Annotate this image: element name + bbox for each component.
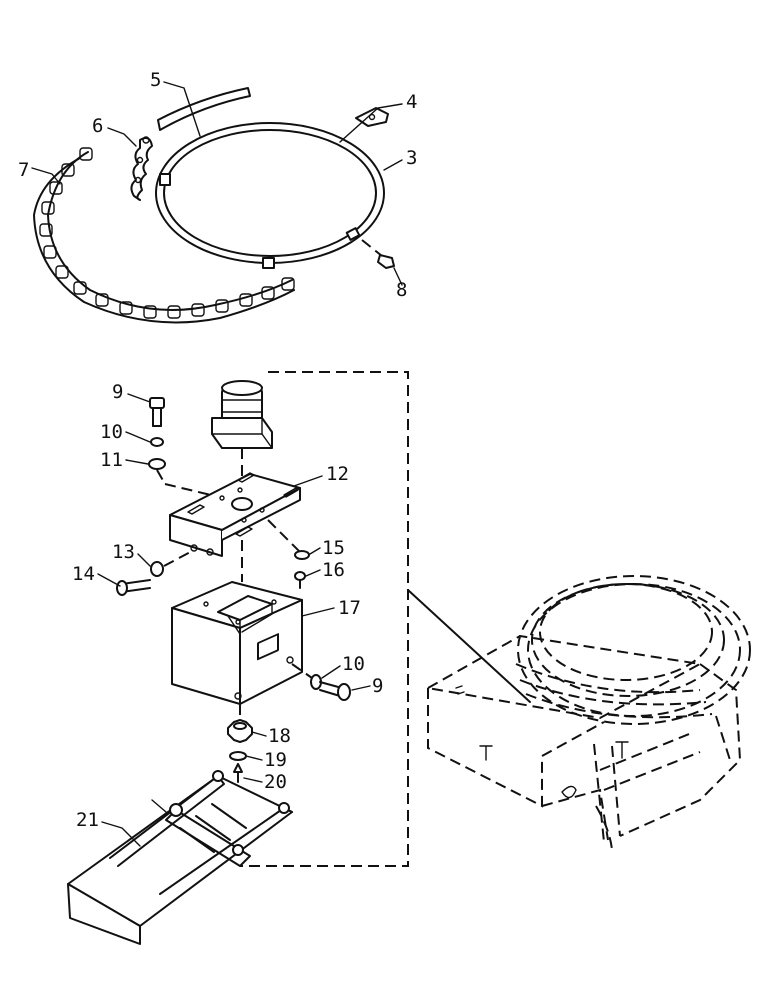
- bracket-6: [130, 136, 153, 201]
- chute-21: [67, 770, 293, 945]
- part-labels: 5 4 6 7 3 8 9 10 11 12 15 16 13 14 17 10…: [18, 69, 417, 831]
- label-5: 5: [150, 69, 161, 91]
- nut-8: [361, 239, 395, 269]
- assembly-boundary: [240, 371, 409, 867]
- leader-lines: [31, 81, 403, 847]
- washer-10-top: [150, 437, 164, 447]
- bolt-14: [116, 579, 151, 596]
- label-7: 7: [18, 159, 29, 181]
- label-12: 12: [326, 463, 349, 485]
- label-3: 3: [406, 147, 417, 169]
- label-19: 19: [264, 749, 287, 771]
- label-4: 4: [406, 91, 417, 113]
- axis-line: [163, 549, 195, 567]
- screw-20: [233, 763, 243, 783]
- label-10-side: 10: [342, 653, 365, 675]
- strip-5: [157, 87, 251, 131]
- motor: [211, 380, 273, 482]
- washer-15: [294, 550, 310, 560]
- bolt-9-top: [149, 397, 165, 427]
- label-15: 15: [322, 537, 345, 559]
- label-16: 16: [322, 559, 345, 581]
- label-11: 11: [100, 449, 123, 471]
- label-14: 14: [72, 563, 95, 585]
- label-9-side: 9: [372, 675, 383, 697]
- washer-11: [148, 458, 166, 470]
- sprocket-18: [227, 704, 253, 743]
- axis-line: [291, 663, 313, 679]
- label-8: 8: [396, 279, 407, 301]
- axis-line: [267, 519, 301, 553]
- clip-4: [355, 107, 389, 127]
- washer-13: [150, 561, 164, 577]
- label-20: 20: [264, 771, 287, 793]
- washer-19: [229, 751, 247, 761]
- label-13: 13: [112, 541, 135, 563]
- housing-17: [171, 581, 303, 705]
- mounting-plate-12: [169, 472, 301, 557]
- axis-line: [156, 469, 166, 485]
- label-9-top: 9: [112, 381, 123, 403]
- label-6: 6: [92, 115, 103, 137]
- label-18: 18: [268, 725, 291, 747]
- label-21: 21: [76, 809, 99, 831]
- axis-line: [164, 483, 216, 497]
- ring-3: [155, 122, 385, 269]
- bolt-9-side: [319, 681, 351, 701]
- chain-7: [33, 147, 295, 324]
- screw-16: [294, 571, 306, 589]
- machine-outline: [407, 575, 751, 851]
- label-17: 17: [338, 597, 361, 619]
- label-10-top: 10: [100, 421, 123, 443]
